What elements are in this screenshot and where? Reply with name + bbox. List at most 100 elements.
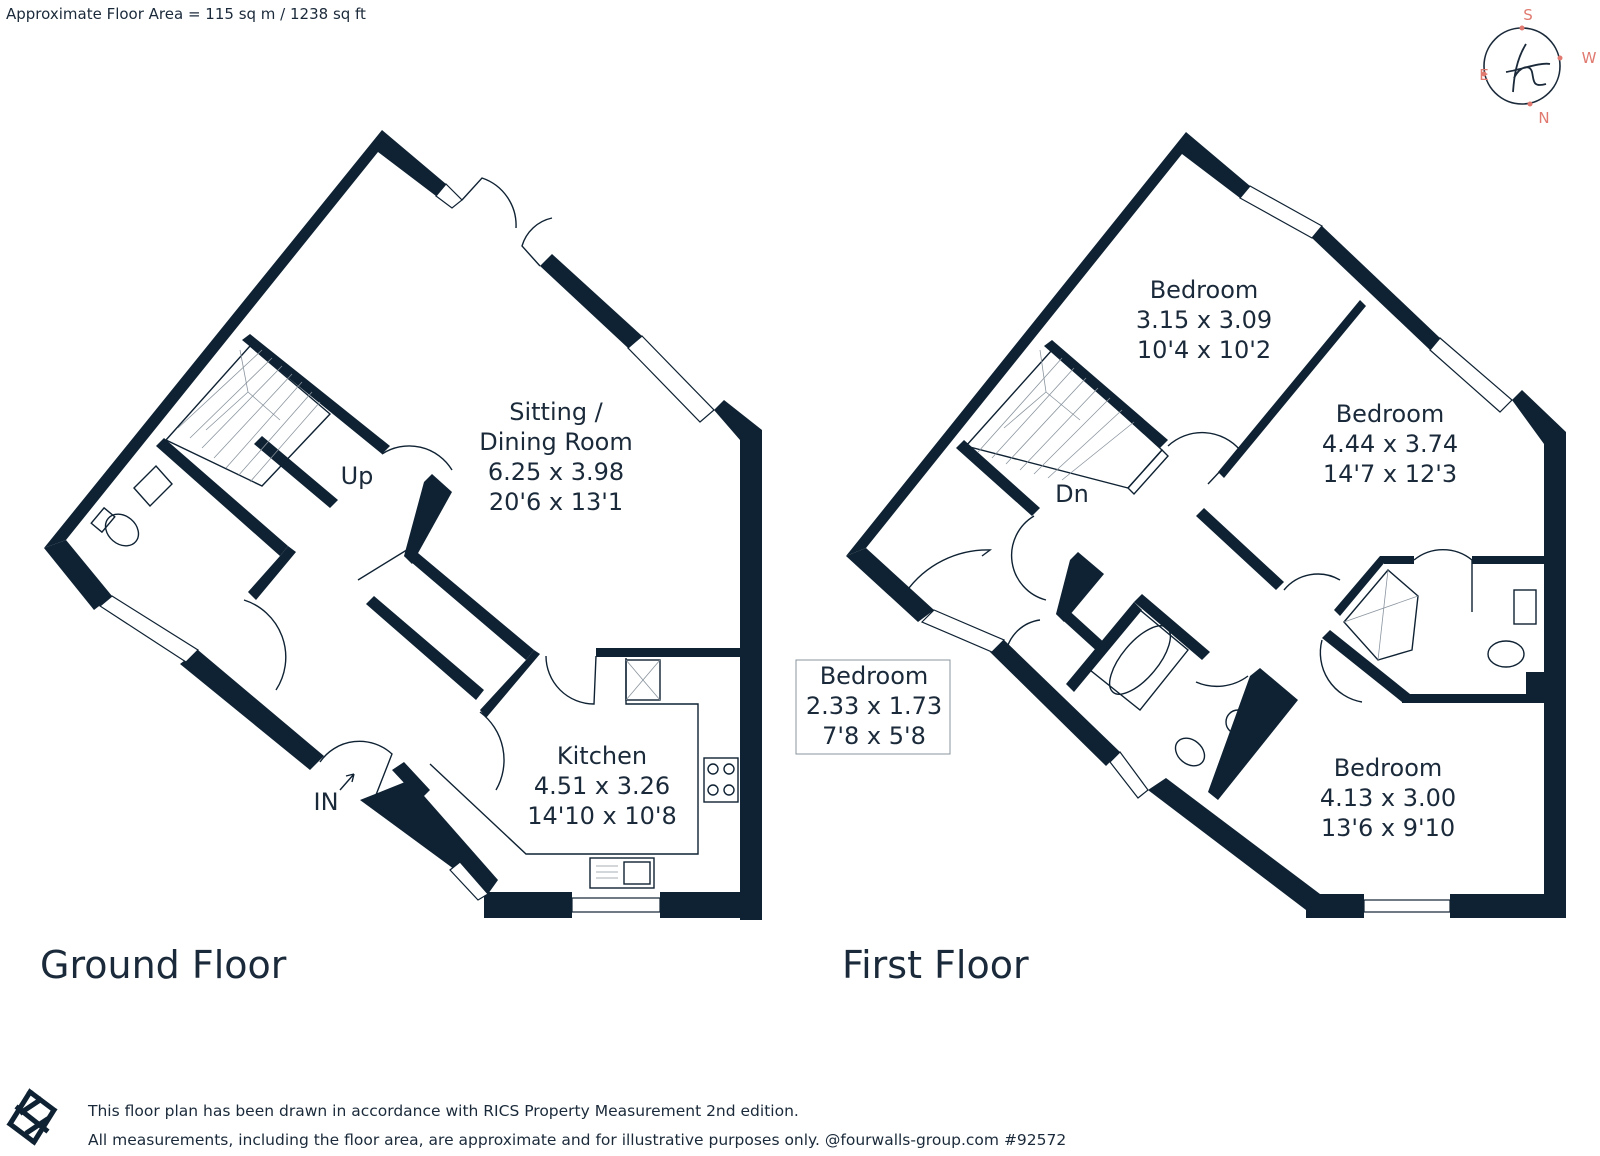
ff-wall-bed-divider — [1218, 300, 1366, 478]
ff-door-bed-top — [1167, 431, 1241, 485]
ff-wall-ensuite-c — [1472, 556, 1544, 564]
ff-wall-bath-top — [1134, 594, 1210, 660]
gf-door-kitchen — [545, 655, 597, 705]
ff-wall-ensuite-e — [1402, 694, 1544, 703]
ff-ensuite-toilet-icon — [1487, 640, 1525, 668]
ff-bedroom-bottom-metric: 4.13 x 3.00 — [1320, 784, 1456, 812]
gf-wall-wc-side — [248, 546, 296, 600]
gf-wall-east — [714, 400, 762, 920]
gf-sitting-name-1: Sitting / — [509, 398, 603, 426]
ff-bedroom-top-metric: 3.15 x 3.09 — [1136, 306, 1272, 334]
gf-basin-icon — [133, 464, 173, 508]
gf-door-sitting — [381, 445, 453, 471]
gf-window-2 — [627, 335, 715, 423]
ff-bedroom-top-name: Bedroom — [1150, 276, 1259, 304]
gf-window-4 — [571, 897, 661, 913]
ff-door-small-bed — [1010, 515, 1047, 601]
ff-wall-south-d — [1450, 894, 1566, 918]
ff-bedroom-bottom-name: Bedroom — [1334, 754, 1443, 782]
compass-south: S — [1523, 6, 1533, 24]
gf-entrance-arrow-icon — [339, 773, 355, 791]
gf-staircase — [164, 345, 332, 487]
compass-east: E — [1479, 66, 1488, 84]
ff-wall-ensuite-f — [1526, 672, 1544, 700]
ff-stairs-down-label: Dn — [1055, 480, 1089, 508]
gf-wall-south-b — [660, 892, 762, 918]
ff-ensuite-fittings — [1343, 569, 1537, 668]
ff-window-1 — [1239, 185, 1323, 239]
ground-floor-plan: Sitting / Dining Room 6.25 x 3.98 20'6 x… — [40, 130, 762, 987]
gf-sink-icon — [589, 857, 655, 889]
ff-door-cupboard — [1005, 619, 1041, 653]
gf-wall-south-kitchen — [360, 780, 498, 894]
ff-wall-south-b — [1148, 778, 1320, 910]
ff-staircase — [964, 349, 1169, 496]
gf-window-5 — [449, 861, 489, 901]
ff-bedroom-small-imperial: 7'8 x 5'8 — [822, 722, 926, 750]
ff-wall-cupboard — [1056, 552, 1104, 622]
ff-small-bedroom-label-box — [795, 659, 951, 755]
gf-wall-entry — [392, 762, 430, 800]
ff-wall-landing — [1196, 508, 1284, 590]
gf-kitchen-units — [429, 658, 739, 889]
ff-bedroom-small-metric: 2.33 x 1.73 — [806, 692, 942, 720]
gf-wall-kitchen-top — [596, 648, 742, 657]
ff-toilet-icon — [1174, 737, 1206, 767]
ff-bedroom-right-metric: 4.44 x 3.74 — [1322, 430, 1458, 458]
ground-floor-title: Ground Floor — [40, 943, 287, 987]
ff-ensuite-basin-icon — [1513, 589, 1537, 625]
floor-area-text: Approximate Floor Area = 115 sq m / 1238… — [6, 5, 366, 23]
disclaimer-line-2: All measurements, including the floor ar… — [88, 1131, 1066, 1149]
first-floor-plan: Bedroom 3.15 x 3.09 10'4 x 10'2 Bedroom … — [795, 132, 1566, 987]
gf-fridge-icon — [625, 659, 661, 701]
compass-monogram-icon — [1505, 43, 1551, 93]
ff-shower-icon — [1343, 569, 1419, 661]
ff-wall-ensuite-a — [1334, 556, 1390, 616]
gf-wall-north-east-a — [540, 254, 642, 348]
gf-entrance-label: IN — [313, 788, 338, 816]
first-floor-title: First Floor — [842, 943, 1029, 987]
gf-patio-door-right — [521, 217, 553, 267]
ff-bedroom-right-name: Bedroom — [1336, 400, 1445, 428]
gf-wc-fittings — [90, 464, 173, 547]
ff-wall-ensuite-b — [1384, 556, 1414, 564]
compass-west: W — [1582, 49, 1597, 67]
ff-bedroom-bottom-imperial: 13'6 x 9'10 — [1321, 814, 1455, 842]
ff-bedroom-right-imperial: 14'7 x 12'3 — [1323, 460, 1457, 488]
ff-wall-northwest — [846, 132, 1250, 556]
ff-wall-east — [1512, 390, 1566, 918]
ff-bath-icon — [1089, 609, 1189, 711]
disclaimer-line-1: This floor plan has been drawn in accord… — [87, 1102, 799, 1120]
gf-kitchen-imperial: 14'10 x 10'8 — [527, 802, 677, 830]
fourwalls-logo-icon — [6, 1088, 58, 1146]
gf-sitting-imperial: 20'6 x 13'1 — [489, 488, 623, 516]
gf-sitting-metric: 6.25 x 3.98 — [488, 458, 624, 486]
ff-window-5 — [1363, 899, 1451, 913]
gf-wall-hall-b — [404, 548, 534, 660]
ff-basin-icon — [1225, 709, 1251, 735]
compass: S W E N — [1479, 6, 1596, 127]
gf-door-hall — [479, 711, 505, 791]
gf-wall-stairs-top — [242, 334, 390, 454]
ff-door-small-room — [905, 549, 993, 593]
ff-bathroom-fittings — [1089, 609, 1251, 767]
ff-door-bed-bottom — [1319, 639, 1363, 703]
gf-wall-south-a — [484, 892, 572, 918]
gf-wall-west-corner — [44, 540, 112, 610]
ff-wall-north-a — [1312, 226, 1440, 350]
gf-front-door — [319, 740, 393, 801]
ff-wall-west — [846, 548, 934, 622]
gf-sitting-name-2: Dining Room — [479, 428, 632, 456]
ff-window-4 — [1109, 751, 1149, 799]
gf-kitchen-name: Kitchen — [557, 742, 647, 770]
gf-wall-hall-a — [404, 474, 452, 564]
ff-wall-ensuite-d — [1322, 630, 1410, 702]
gf-kitchen-metric: 4.51 x 3.26 — [534, 772, 670, 800]
gf-stairs-up-label: Up — [341, 462, 374, 490]
gf-wall-cupboard — [366, 596, 484, 700]
gf-wall-stairs-mid — [254, 436, 338, 508]
ff-wall-south-a — [990, 640, 1120, 766]
gf-window-1 — [435, 183, 463, 209]
ff-bedroom-top-imperial: 10'4 x 10'2 — [1137, 336, 1271, 364]
